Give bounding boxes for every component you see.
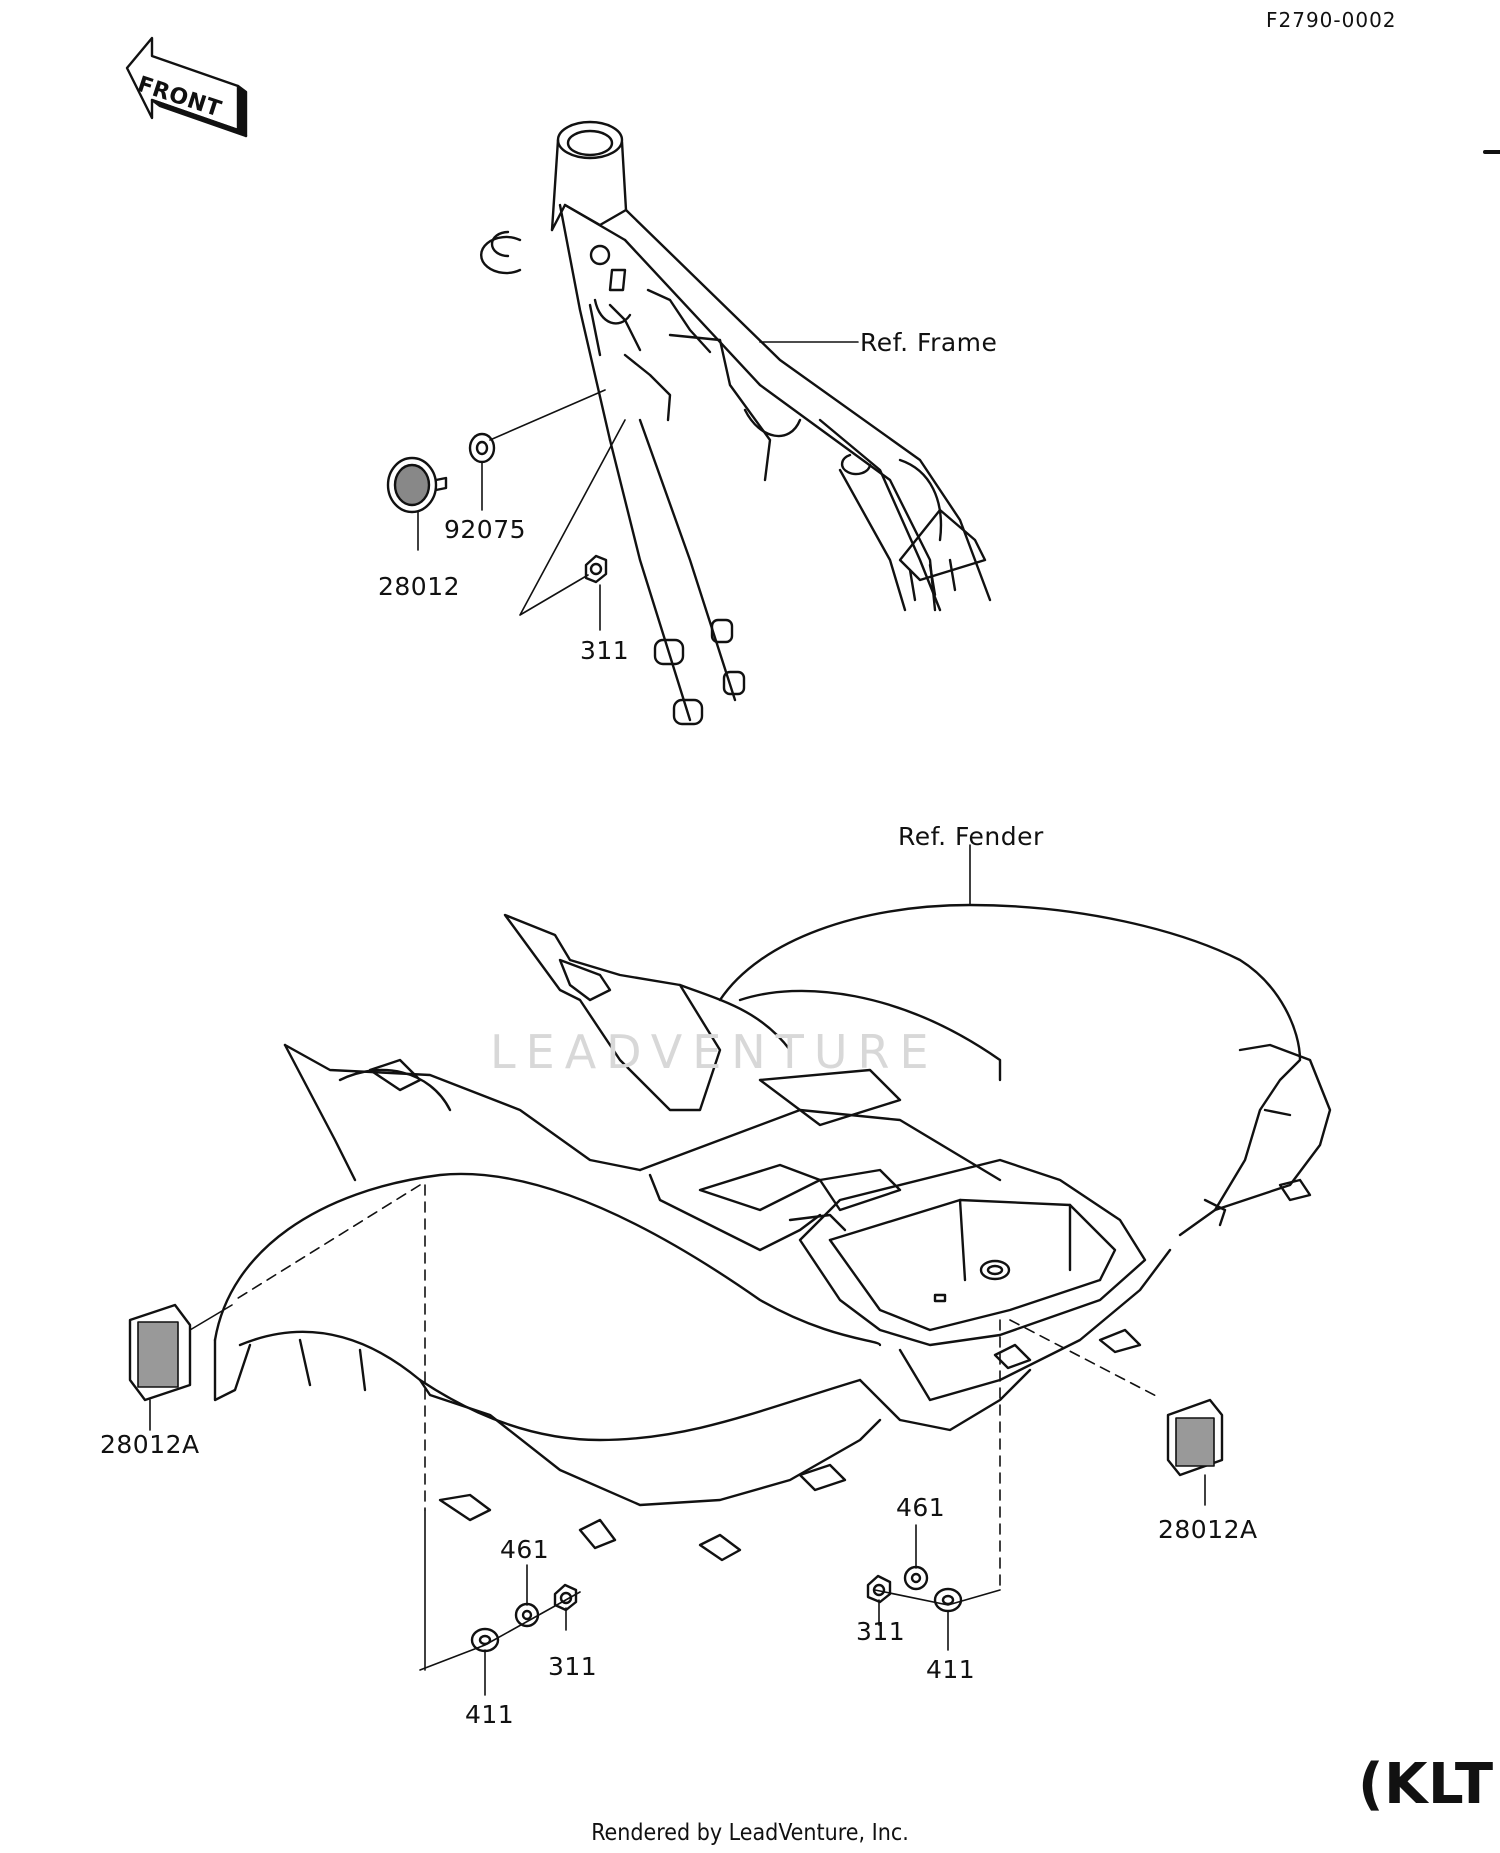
label-411-right: 411 (926, 1655, 976, 1684)
label-ref-fender: Ref. Fender (898, 822, 1044, 851)
reflector-28012-icon (386, 456, 448, 514)
label-411-left: 411 (465, 1700, 515, 1729)
label-311-left: 311 (548, 1652, 598, 1681)
label-461-left: 461 (500, 1535, 550, 1564)
reflector-28012A-left-icon (128, 1303, 192, 1402)
label-ref-frame: Ref. Frame (860, 328, 998, 357)
model-tag: (KLT (1358, 1752, 1494, 1817)
hardware-left-icon (470, 1583, 578, 1653)
watermark: LEADVENTURE (490, 1025, 939, 1079)
washer-92075-icon (468, 432, 496, 464)
hardware-right-icon (866, 1565, 963, 1613)
label-92075: 92075 (444, 515, 527, 544)
label-311-right: 311 (856, 1617, 906, 1646)
label-28012: 28012 (378, 572, 461, 601)
label-461-right: 461 (896, 1493, 946, 1522)
diagram-code: F2790-0002 (1266, 8, 1397, 32)
label-311-top: 311 (580, 636, 630, 665)
label-28012A-left: 28012A (100, 1430, 200, 1459)
label-28012A-right: 28012A (1158, 1515, 1258, 1544)
nut-311-top-icon (584, 554, 608, 584)
fender-drawing (213, 903, 1332, 1562)
front-arrow-icon (125, 36, 248, 138)
reflector-28012A-right-icon (1166, 1398, 1224, 1477)
frame-drawing (479, 120, 992, 726)
footer-credit: Rendered by LeadVenture, Inc. (591, 1820, 909, 1846)
